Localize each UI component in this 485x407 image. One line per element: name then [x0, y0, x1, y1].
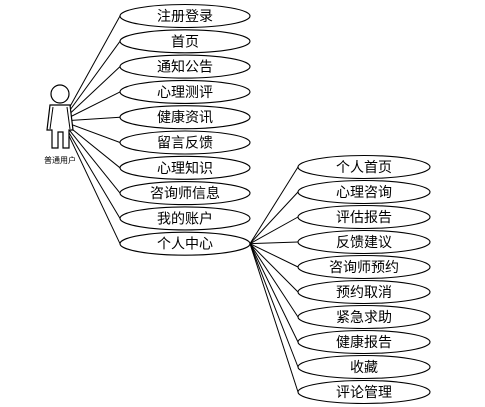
actor-arm-left: [49, 106, 54, 130]
use-case-7: 心理知识: [119, 155, 251, 180]
use-case-1: 注册登录: [119, 3, 251, 29]
sub-use-case-4: 反馈建议: [297, 229, 431, 255]
use-case-4-shape: [119, 79, 251, 104]
use-case-9-shape: [119, 206, 251, 231]
actor-association-line: [61, 120, 121, 219]
use-case-2-shape: [119, 29, 251, 54]
use-case-6-shape: [119, 130, 251, 155]
actor-user: 普通用户: [44, 84, 76, 165]
use-case-10: 个人中心: [119, 231, 251, 256]
sub-use-case-5-label: 咨询师预约: [329, 260, 399, 276]
sub-use-case-9: 收藏: [297, 354, 431, 380]
use-case-3-label: 通知公告: [157, 59, 213, 76]
sub-use-case-5-shape: [297, 254, 431, 280]
sub-use-case-5: 咨询师预约: [297, 254, 431, 280]
sub-use-case-9-label: 收藏: [350, 360, 378, 376]
use-case-2: 首页: [119, 29, 251, 54]
sub-use-case-2-label: 心理咨询: [336, 185, 392, 201]
sub-use-case-7-shape: [297, 304, 431, 330]
use-case-7-label: 心理知识: [157, 160, 213, 177]
sub-use-case-3-label: 评估报告: [336, 210, 392, 226]
actor-association-line: [61, 120, 121, 244]
sub-use-case-8-label: 健康报告: [336, 334, 392, 351]
sub-use-case-7: 紧急求助: [297, 304, 431, 330]
use-case-10-label: 个人中心: [157, 237, 213, 253]
sub-association-line: [249, 191, 299, 245]
actor-head: [50, 84, 70, 104]
use-case-4: 心理测评: [119, 79, 251, 104]
sub-use-case-6-shape: [297, 279, 431, 305]
actor-label: 普通用户: [44, 155, 76, 165]
use-case-9: 我的账户: [119, 206, 251, 231]
sub-association-line: [249, 241, 299, 245]
sub-use-case-2-shape: [297, 179, 431, 205]
sub-use-case-4-shape: [297, 229, 431, 255]
actor-association-line: [61, 66, 121, 122]
use-case-2-label: 首页: [171, 34, 199, 50]
sub-use-case-3: 评估报告: [297, 204, 431, 230]
actor-arm-right: [66, 106, 71, 130]
use-case-8: 咨询师信息: [119, 181, 251, 206]
use-case-5-shape: [119, 105, 251, 130]
sub-use-case-6-label: 预约取消: [336, 285, 392, 301]
sub-use-case-3-shape: [297, 204, 431, 230]
sub-use-case-10: 评论管理: [297, 379, 431, 405]
sub-use-case-1-shape: [297, 154, 431, 180]
sub-association-line: [249, 243, 299, 293]
sub-use-case-1: 个人首页: [297, 154, 431, 180]
actor-association-line: [61, 41, 121, 122]
sub-use-case-6: 预约取消: [297, 279, 431, 305]
actor-association-line: [61, 15, 121, 122]
sub-use-case-10-shape: [297, 379, 431, 405]
sub-use-case-1-label: 个人首页: [336, 160, 392, 176]
sub-use-case-10-label: 评论管理: [336, 385, 392, 401]
use-case-5: 健康资讯: [119, 105, 251, 130]
sub-use-case-8: 健康报告: [297, 329, 431, 355]
sub-association-line: [249, 243, 299, 393]
sub-association-line: [249, 243, 299, 368]
sub-use-case-4-label: 反馈建议: [336, 235, 392, 251]
use-case-9-label: 我的账户: [157, 210, 213, 227]
use-case-8-label: 咨询师信息: [150, 185, 220, 202]
sub-use-case-8-shape: [297, 329, 431, 355]
actor-association-line: [61, 120, 121, 194]
sub-association-line: [249, 243, 299, 343]
actor-body: [46, 104, 74, 149]
use-case-6-label: 留言反馈: [157, 136, 213, 152]
sub-association-line: [249, 243, 299, 268]
sub-use-case-7-label: 紧急求助: [336, 310, 392, 326]
use-case-1-label: 注册登录: [157, 9, 213, 25]
use-case-8-shape: [119, 181, 251, 206]
sub-use-case-2: 心理咨询: [297, 179, 431, 205]
use-case-1-shape: [119, 3, 251, 29]
use-case-3: 通知公告: [119, 54, 251, 79]
use-case-5-label: 健康资讯: [157, 109, 213, 126]
use-case-7-shape: [119, 155, 251, 180]
sub-use-case-9-shape: [297, 354, 431, 380]
sub-association-line: [249, 216, 299, 245]
use-case-10-shape: [119, 231, 251, 256]
sub-association-line: [249, 166, 299, 244]
sub-association-line: [249, 243, 299, 318]
use-case-6: 留言反馈: [119, 130, 251, 155]
use-case-4-label: 心理测评: [157, 85, 213, 101]
use-case-3-shape: [119, 54, 251, 79]
